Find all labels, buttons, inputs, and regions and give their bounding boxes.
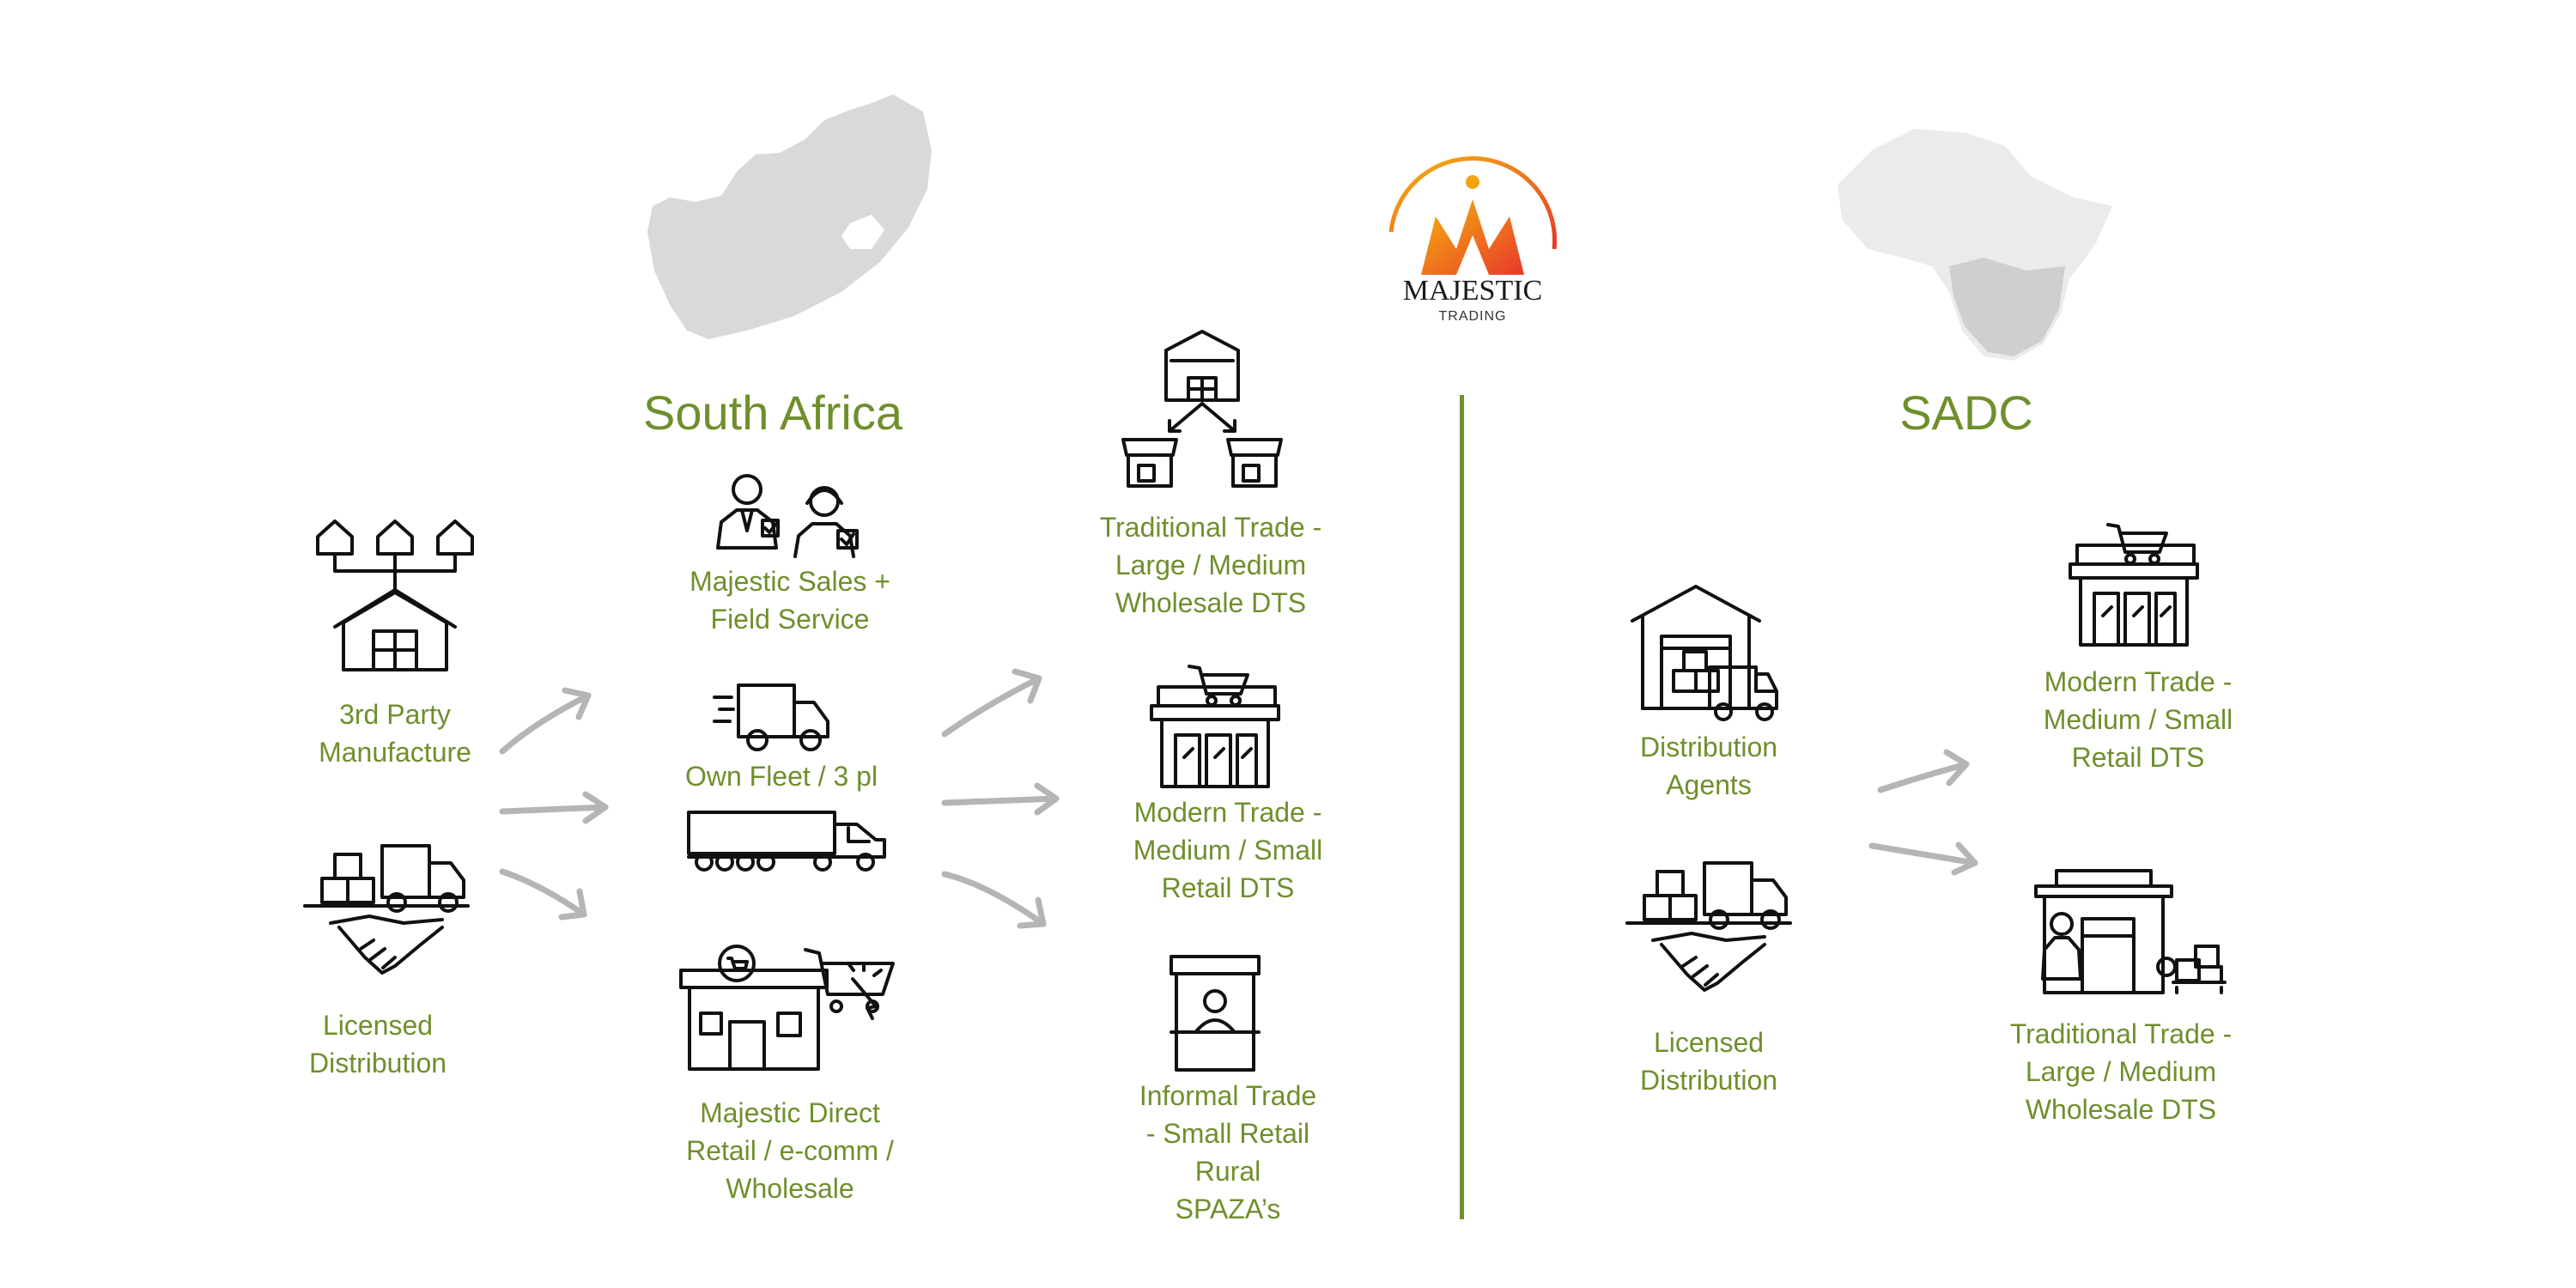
source-label-licensed: Licensed Distribution <box>308 1010 447 1078</box>
crown-logo-icon <box>1388 155 1558 275</box>
africa-map <box>1838 129 2112 361</box>
semi-truck-icon <box>687 811 886 872</box>
channel-label-direct: Majestic Direct Retail / e-comm / Wholes… <box>686 1097 894 1204</box>
brand-tagline: TRADING <box>1438 309 1507 324</box>
warehouse-truck-icon <box>1631 585 1778 721</box>
flow-arrows-channels <box>941 668 1060 929</box>
sadc-outlet-label-traditional: Traditional Trade - Large / Medium Whole… <box>2009 1018 2233 1125</box>
sadc-source-label-agents: Distribution Agents <box>1639 732 1778 800</box>
supermarket-icon <box>1150 665 1280 788</box>
sales-team-icon <box>716 474 859 558</box>
handshake-delivery-icon-sadc <box>1625 861 1792 992</box>
kiosk-icon <box>1170 955 1261 1072</box>
wholesale-network-icon <box>1121 330 1283 488</box>
channel-label-sales: Majestic Sales + Field Service <box>690 566 890 635</box>
sadc-source-label-licensed: Licensed Distribution <box>1639 1027 1778 1096</box>
south-africa-map <box>647 94 932 339</box>
delivery-truck-icon <box>713 683 829 751</box>
brand-logo: MAJESTIC TRADING <box>1374 146 1571 335</box>
flow-arrows-sources <box>499 687 609 920</box>
south-africa-heading: South Africa <box>643 386 902 440</box>
store-cart-icon <box>679 945 895 1071</box>
outlet-label-traditional: Traditional Trade - Large / Medium Whole… <box>1099 512 1322 618</box>
warehouse-worker-icon <box>2034 869 2227 994</box>
warehouse-network-icon <box>316 519 474 671</box>
source-label-manufacture: 3rd Party Manufacture <box>319 699 471 768</box>
handshake-delivery-icon <box>303 844 470 975</box>
supermarket-icon-sadc <box>2069 523 2199 647</box>
sadc-heading: SADC <box>1899 386 2033 440</box>
channel-label-fleet: Own Fleet / 3 pl <box>684 761 878 792</box>
region-divider <box>1460 395 1464 1219</box>
brand-name: MAJESTIC <box>1402 275 1543 307</box>
sadc-outlet-label-modern: Modern Trade - Medium / Small Retail DTS <box>2043 666 2233 773</box>
outlet-label-informal: Informal Trade - Small Retail Rural SPAZ… <box>1139 1080 1317 1224</box>
outlet-label-modern: Modern Trade - Medium / Small Retail DTS <box>1133 797 1323 903</box>
flow-arrows-sadc <box>1868 749 1978 876</box>
